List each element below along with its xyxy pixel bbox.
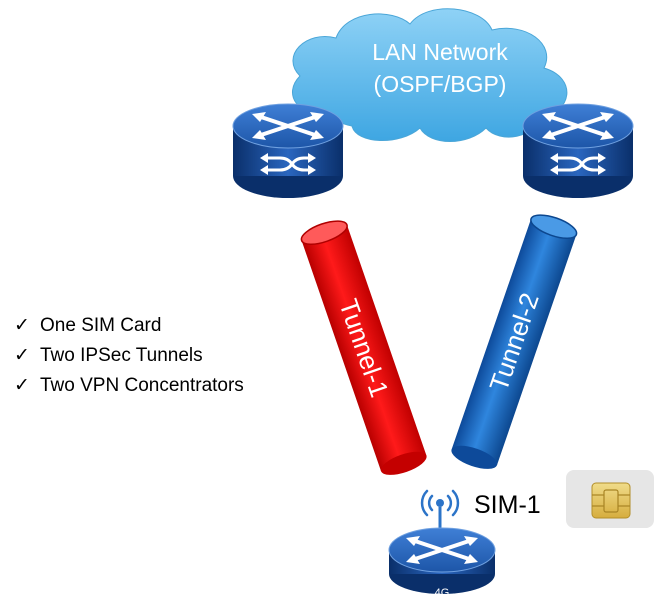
- check-icon: ✓: [14, 315, 30, 336]
- sim-label: SIM-1: [474, 491, 541, 519]
- router-icon: [388, 527, 496, 594]
- check-icon: ✓: [14, 345, 30, 366]
- feature-item: ✓ One SIM Card: [14, 313, 244, 343]
- router-badge: 4G: [435, 587, 450, 599]
- cloud-subtitle: (OSPF/BGP): [374, 71, 507, 97]
- feature-text: Two VPN Concentrators: [40, 375, 244, 396]
- feature-item: ✓ Two IPSec Tunnels: [14, 343, 244, 373]
- feature-text: Two IPSec Tunnels: [40, 345, 203, 366]
- feature-item: ✓ Two VPN Concentrators: [14, 373, 244, 403]
- feature-list: ✓ One SIM Card ✓ Two IPSec Tunnels ✓ Two VP…: [14, 313, 244, 403]
- sim-card-icon: [566, 470, 654, 528]
- router-icon: [232, 103, 344, 198]
- wireless-icon: [420, 489, 460, 529]
- cloud-icon: [291, 8, 568, 142]
- check-icon: ✓: [14, 375, 30, 396]
- feature-text: One SIM Card: [40, 315, 162, 336]
- cloud-title: LAN Network: [372, 39, 508, 65]
- tunnel-1: [300, 220, 427, 475]
- router-icon: [522, 103, 634, 198]
- tunnel-2: [451, 214, 578, 469]
